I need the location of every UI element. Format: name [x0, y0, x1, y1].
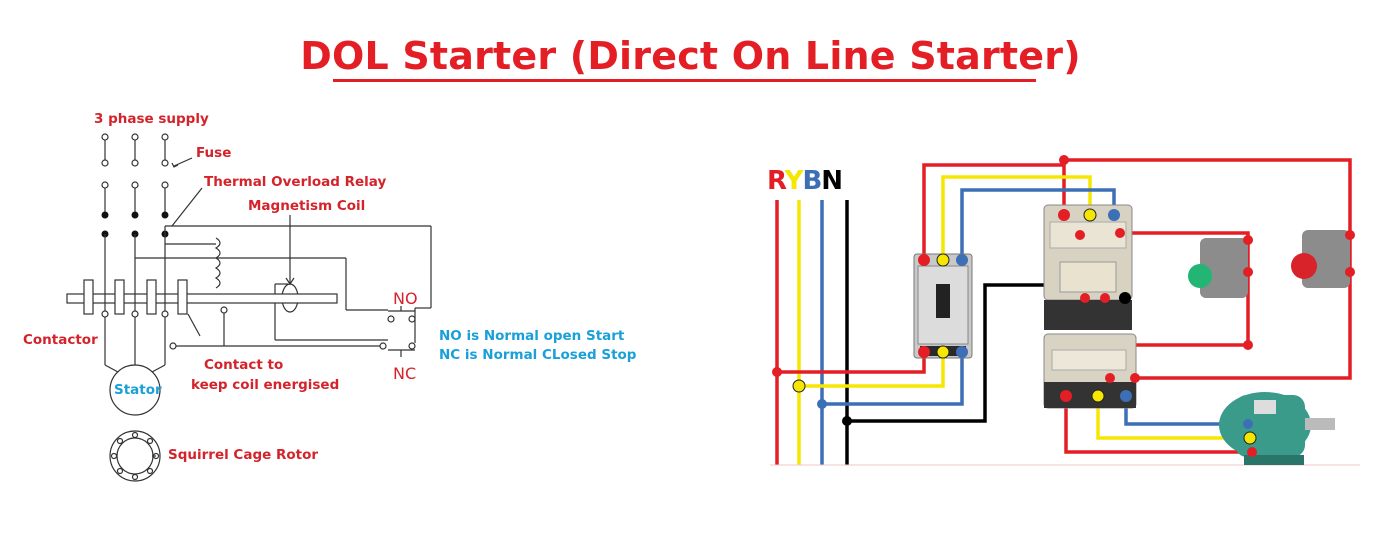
stop-button	[1291, 230, 1350, 288]
phase-legend: RYBN	[767, 166, 843, 196]
no-label: NO	[393, 289, 418, 308]
motor	[1219, 392, 1335, 465]
supply-label: 3 phase supply	[94, 111, 209, 127]
overload-contacts	[101, 211, 169, 238]
phase-b-letter: B	[802, 166, 822, 196]
contactor	[1043, 204, 1133, 330]
phase-r-letter: R	[767, 166, 786, 196]
contact-label-line1: Contact to	[204, 357, 284, 373]
supply-terminals	[101, 133, 169, 212]
overload-label: Thermal Overload Relay	[204, 174, 387, 190]
circuit-breaker	[913, 253, 973, 359]
nc-label: NC	[393, 364, 417, 383]
note-line2: NC is Normal CLosed Stop	[439, 347, 637, 363]
overload-relay	[1043, 333, 1137, 409]
contactor-label: Contactor	[23, 332, 98, 348]
title-underline	[333, 79, 1036, 82]
coil-label: Magnetism Coil	[248, 198, 366, 214]
stator-label: Stator	[114, 382, 162, 398]
start-button	[1188, 238, 1248, 298]
phase-n-letter: N	[821, 166, 843, 196]
fuse-label: Fuse	[196, 145, 232, 161]
phase-y-letter: Y	[784, 166, 804, 196]
rotor-label: Squirrel Cage Rotor	[168, 447, 319, 463]
note-line1: NO is Normal open Start	[439, 328, 625, 344]
terminal-dots	[772, 155, 1355, 457]
page-title: DOL Starter (Direct On Line Starter)	[300, 34, 1081, 78]
contact-label-line2: keep coil energised	[191, 377, 340, 393]
